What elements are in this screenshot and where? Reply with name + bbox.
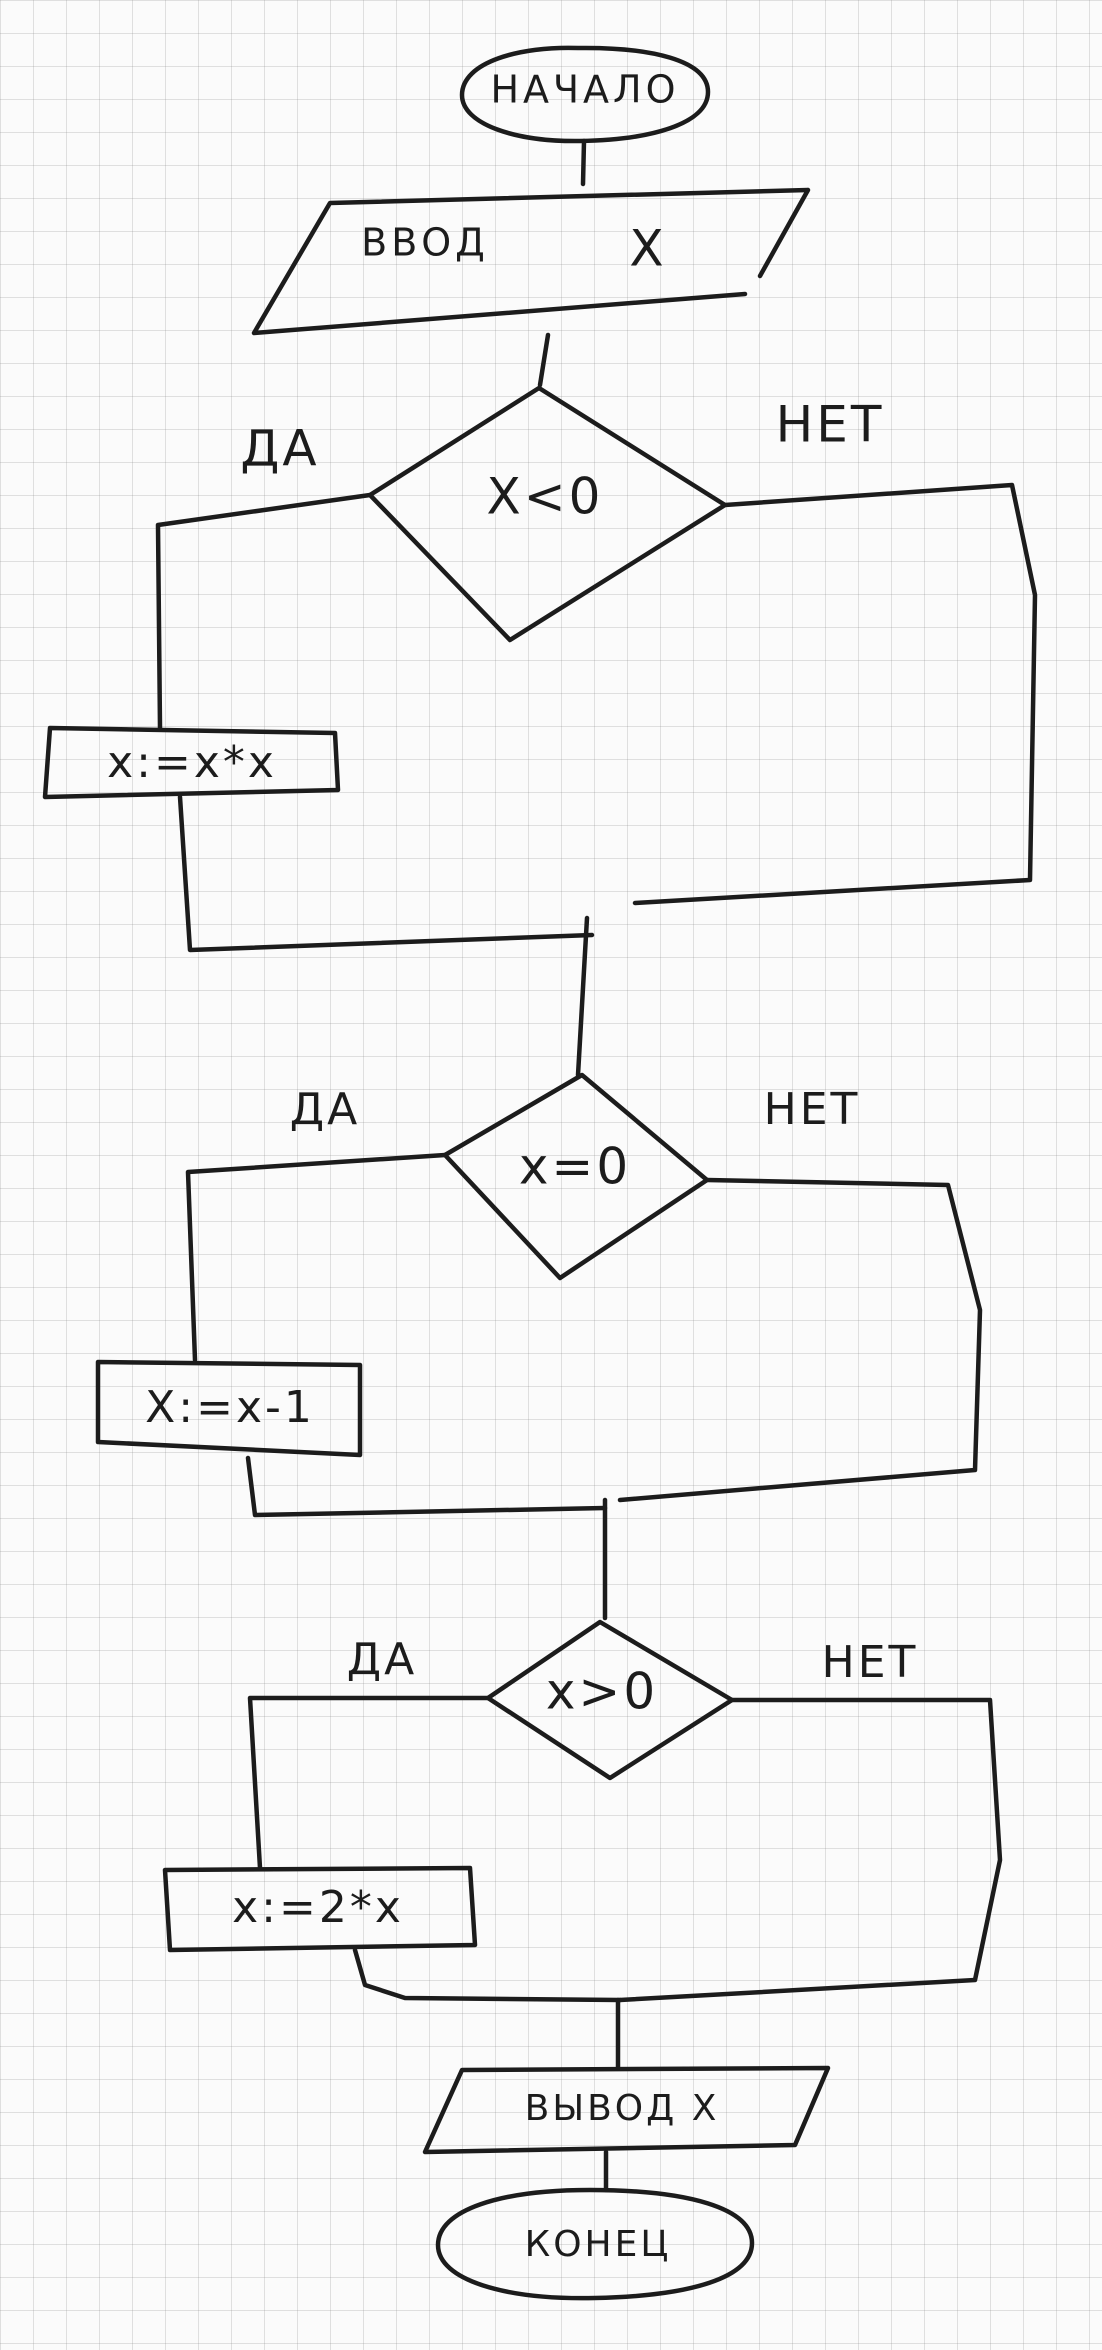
decision-1-no-label: НЕТ (776, 396, 885, 454)
start-oval (459, 45, 711, 144)
decision-2-diamond (442, 1072, 710, 1281)
start-terminator: НАЧАЛО (459, 45, 711, 144)
decision-2: x=0 ДА НЕТ X:=x-1 (95, 1072, 983, 1518)
output-label: ВЫВОД X (525, 2088, 720, 2129)
input-label: ВВОД (361, 221, 489, 265)
input-parallelogram (251, 187, 811, 336)
decision-1-action: x:=x*x (107, 737, 277, 788)
decision-2-action: X:=x-1 (145, 1382, 315, 1433)
decision-3: x>0 ДА НЕТ x:=2*x (162, 1619, 1003, 2003)
start-label: НАЧАЛО (490, 68, 679, 112)
connector-decision1-decision2 (575, 915, 590, 1078)
decision-3-no-branch (617, 1697, 1003, 2003)
connector-input-decision1 (537, 332, 551, 388)
decision-2-no-label: НЕТ (764, 1084, 861, 1135)
decision-2-yes-return (245, 1455, 608, 1518)
decision-1-condition: X<0 (487, 468, 604, 526)
output-block: ВЫВОД X (422, 2065, 831, 2155)
decision-1-yes-branch (155, 492, 373, 731)
decision-2-condition: x=0 (519, 1138, 631, 1196)
output-parallelogram (422, 2065, 831, 2155)
decision-3-action-box (162, 1865, 478, 1953)
decision-1-action-box (42, 725, 341, 800)
end-label: КОНЕЦ (525, 2224, 672, 2265)
decision-3-yes-branch (247, 1695, 491, 1871)
decision-1: X<0 ДА НЕТ x:=x*x (42, 385, 1038, 953)
end-terminator: КОНЕЦ (435, 2187, 755, 2301)
connector-start-input (580, 138, 587, 187)
decision-1-yes-label: ДА (240, 420, 319, 478)
decision-2-action-box (95, 1359, 363, 1458)
decision-1-yes-return (177, 794, 595, 953)
decision-1-no-branch (632, 482, 1038, 906)
decision-3-no-label: НЕТ (822, 1637, 919, 1688)
decision-3-yes-return (352, 1947, 623, 2003)
decision-2-no-branch (617, 1177, 983, 1503)
decision-2-yes-branch (185, 1152, 448, 1363)
decision-3-yes-label: ДА (347, 1634, 417, 1685)
decision-3-action: x:=2*x (232, 1882, 404, 1933)
input-block: ВВОД X (251, 187, 811, 336)
decision-1-diamond (367, 385, 728, 643)
decision-2-yes-label: ДА (290, 1084, 360, 1135)
end-oval (435, 2187, 755, 2301)
input-variable: X (629, 220, 666, 278)
decision-3-condition: x>0 (546, 1663, 658, 1721)
decision-3-diamond (485, 1619, 735, 1781)
